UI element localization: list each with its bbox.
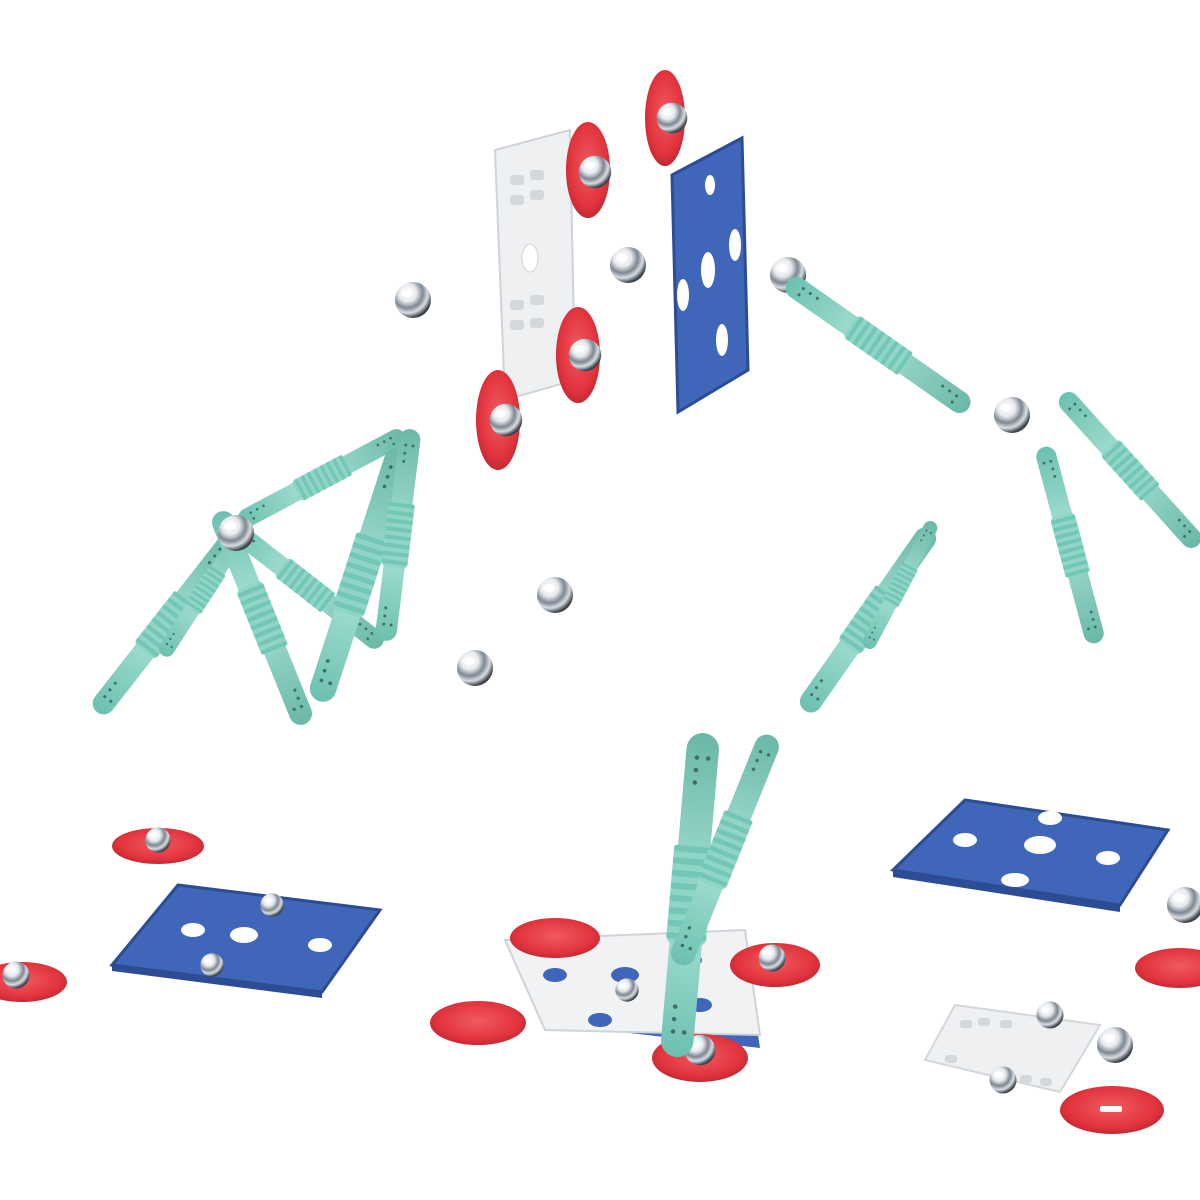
ball-6 xyxy=(457,650,493,686)
red-disc-top-3 xyxy=(556,307,602,403)
ball-5 xyxy=(537,577,573,613)
blue-panel-bottom-right xyxy=(889,798,1171,912)
ball-1 xyxy=(610,247,646,283)
ball-7 xyxy=(1167,887,1200,923)
red-disc-top-2 xyxy=(566,122,612,218)
red-disc-bottom-right-2 xyxy=(1060,1086,1164,1134)
ball-2 xyxy=(395,282,431,318)
red-disc-top-1 xyxy=(645,70,688,166)
red-disc-bottom-left-1 xyxy=(112,827,204,864)
ball-4 xyxy=(994,397,1030,433)
white-panel-bottom-right xyxy=(923,1001,1102,1094)
red-disc-bottom-right-1 xyxy=(1135,948,1200,988)
red-disc-top-4 xyxy=(476,370,523,470)
pyramid-structure xyxy=(86,423,425,730)
blue-panel-bottom-left xyxy=(109,883,383,998)
rod-right-3 xyxy=(1031,443,1109,647)
ball-8 xyxy=(1097,1027,1133,1063)
rod-right-1 xyxy=(779,270,977,420)
base-structure xyxy=(430,729,820,1082)
red-disc-bottom-left-2 xyxy=(0,961,67,1002)
white-panel-top xyxy=(493,128,577,402)
rod-right-5 xyxy=(858,517,942,653)
blue-panel-top xyxy=(670,135,750,415)
